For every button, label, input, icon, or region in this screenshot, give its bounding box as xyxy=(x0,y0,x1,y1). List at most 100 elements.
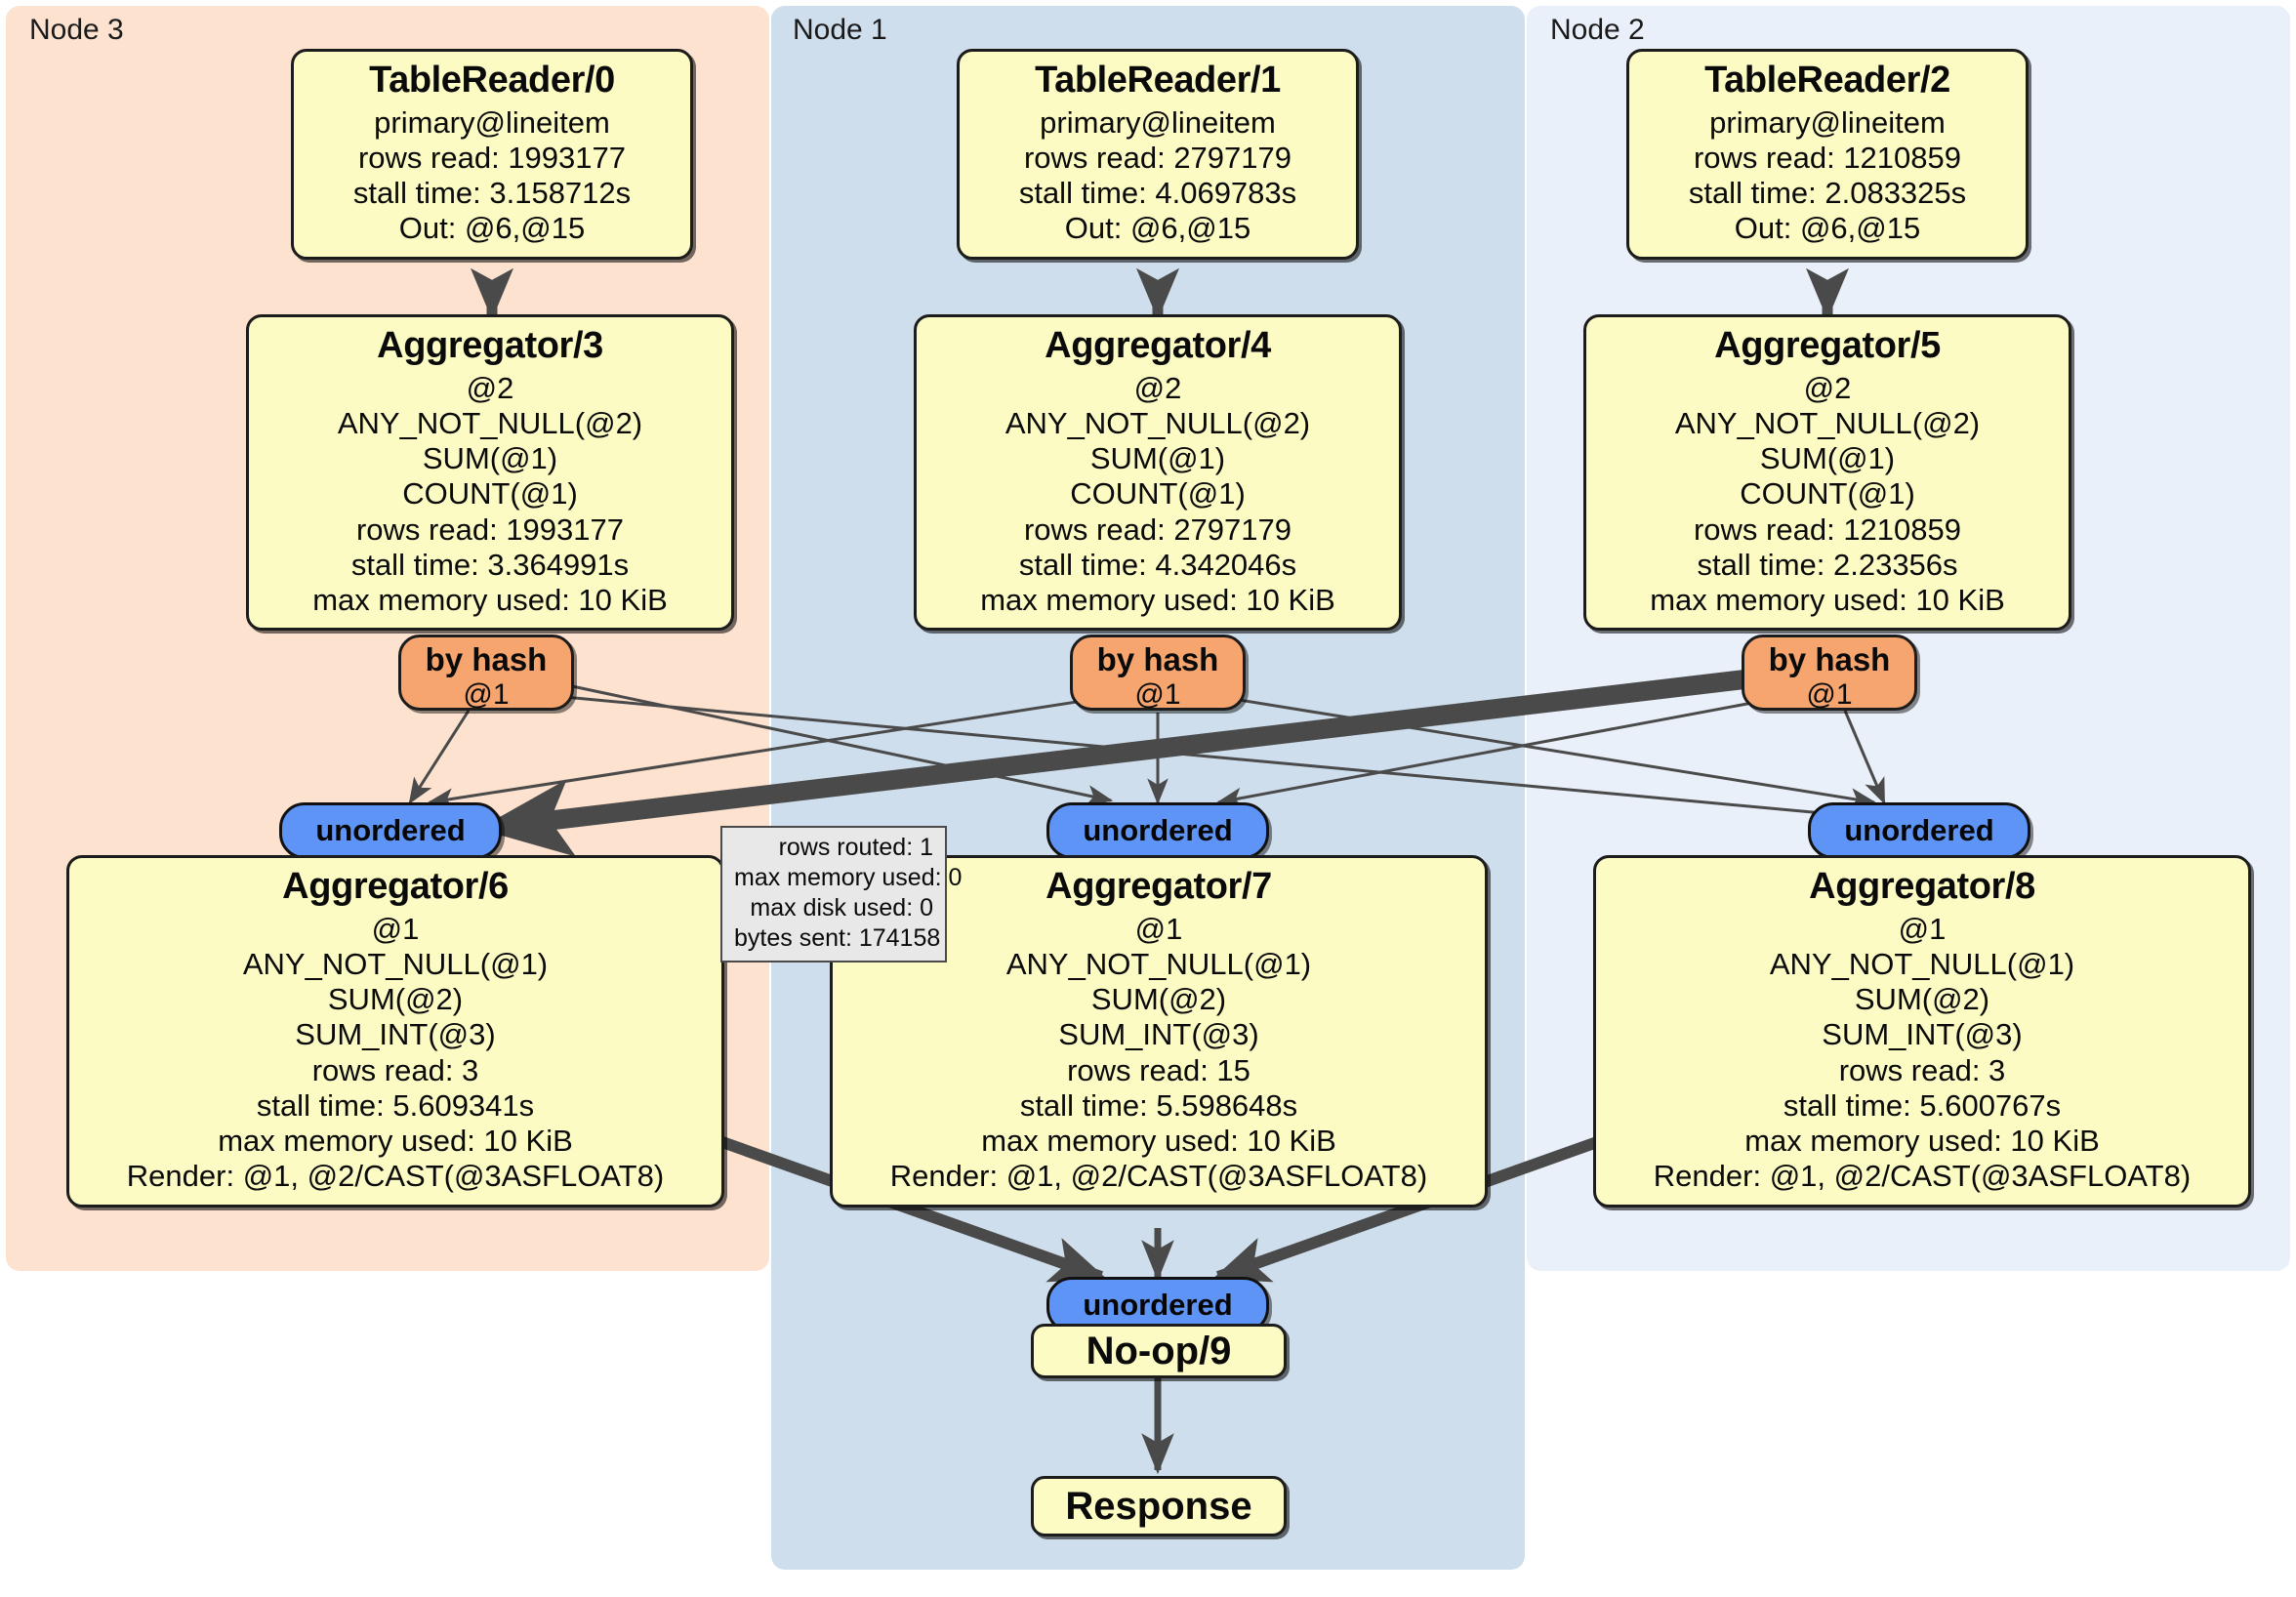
processor-detail-line: stall time: 2.083325s xyxy=(1688,176,1967,211)
synchronizer-label: unordered xyxy=(1083,813,1233,847)
processor-detail-line: max memory used: 10 KiB xyxy=(981,1124,1336,1159)
processor-title: TableReader/2 xyxy=(1704,60,1950,101)
router-column: @1 xyxy=(1806,677,1853,711)
router-title: by hash xyxy=(425,641,548,677)
processor-detail-line: @2 xyxy=(466,370,514,405)
router-column: @1 xyxy=(463,677,510,711)
processor-detail-line: SUM(@1) xyxy=(1089,441,1226,476)
processor-detail-line: max memory used: 10 KiB xyxy=(218,1124,573,1159)
processor-detail-line: max memory used: 10 KiB xyxy=(1650,583,2005,618)
processor-detail-line: max memory used: 10 KiB xyxy=(312,583,668,618)
processor-detail-line: rows read: 1993177 xyxy=(357,140,627,175)
processor-tablereader-2[interactable]: TableReader/2 primary@lineitem rows read… xyxy=(1626,49,2029,260)
processor-detail-line: ANY_NOT_NULL(@1) xyxy=(242,946,549,981)
stats-line: max disk used: 0 xyxy=(750,894,933,921)
processor-detail-line: rows read: 3 xyxy=(1838,1052,2006,1087)
node-panel-label-node2: Node 2 xyxy=(1550,14,1645,46)
processor-detail-line: stall time: 5.609341s xyxy=(256,1087,535,1123)
stats-line: rows routed: 1 xyxy=(778,834,933,861)
processor-title: Aggregator/7 xyxy=(1046,866,1272,907)
processor-detail-line: stall time: 5.600767s xyxy=(1783,1087,2062,1123)
processor-title: No-op/9 xyxy=(1086,1329,1232,1372)
stream-stats-tooltip: rows routed: 1 max memory used: 0 max di… xyxy=(720,826,963,962)
processor-aggregator-4[interactable]: Aggregator/4 @2 ANY_NOT_NULL(@2) SUM(@1)… xyxy=(914,314,1402,632)
processor-detail-line: Out: @6,@15 xyxy=(1064,211,1251,246)
processor-title: Aggregator/8 xyxy=(1809,866,2035,907)
processor-detail-line: SUM(@1) xyxy=(422,441,558,476)
router-by-hash-node1[interactable]: by hash @1 xyxy=(1070,635,1246,711)
processor-detail-line: rows read: 3 xyxy=(311,1052,479,1087)
processor-detail-line: primary@lineitem xyxy=(1709,104,1946,140)
router-by-hash-node2[interactable]: by hash @1 xyxy=(1742,635,1917,711)
processor-tablereader-1[interactable]: TableReader/1 primary@lineitem rows read… xyxy=(957,49,1359,260)
processor-detail-line: ANY_NOT_NULL(@2) xyxy=(1004,405,1311,440)
processor-aggregator-5[interactable]: Aggregator/5 @2 ANY_NOT_NULL(@2) SUM(@1)… xyxy=(1583,314,2071,632)
synchronizer-unordered-node3[interactable]: unordered xyxy=(279,802,502,859)
processor-detail-line: ANY_NOT_NULL(@1) xyxy=(1769,946,2075,981)
router-title: by hash xyxy=(1096,641,1219,677)
node-panel-label-node1: Node 1 xyxy=(793,14,887,46)
processor-detail-line: SUM_INT(@3) xyxy=(295,1017,496,1052)
processor-detail-line: ANY_NOT_NULL(@2) xyxy=(337,405,643,440)
processor-title: TableReader/1 xyxy=(1035,60,1281,101)
processor-tablereader-0[interactable]: TableReader/0 primary@lineitem rows read… xyxy=(291,49,693,260)
processor-detail-line: stall time: 2.23356s xyxy=(1697,547,1958,582)
router-by-hash-node3[interactable]: by hash @1 xyxy=(398,635,574,711)
processor-detail-line: primary@lineitem xyxy=(374,104,610,140)
processor-detail-line: stall time: 3.158712s xyxy=(352,176,632,211)
synchronizer-unordered-node2[interactable]: unordered xyxy=(1808,802,2030,859)
processor-detail-line: stall time: 5.598648s xyxy=(1019,1087,1298,1123)
processor-title: Aggregator/5 xyxy=(1714,325,1941,366)
processor-detail-line: SUM(@2) xyxy=(1854,982,1990,1017)
processor-detail-line: rows read: 2797179 xyxy=(1023,140,1292,175)
processor-detail-line: primary@lineitem xyxy=(1040,104,1276,140)
processor-detail-line: @1 xyxy=(371,911,420,946)
processor-detail-line: ANY_NOT_NULL(@1) xyxy=(1005,946,1312,981)
processor-detail-line: ANY_NOT_NULL(@2) xyxy=(1674,405,1981,440)
processor-detail-line: rows read: 1210859 xyxy=(1693,512,1962,547)
processor-title: Response xyxy=(1065,1484,1252,1528)
processor-detail-line: rows read: 2797179 xyxy=(1023,512,1292,547)
router-title: by hash xyxy=(1768,641,1891,677)
stats-line: bytes sent: 174158 xyxy=(734,924,941,952)
processor-detail-line: SUM(@2) xyxy=(327,982,464,1017)
processor-title: Aggregator/3 xyxy=(377,325,603,366)
processor-detail-line: @1 xyxy=(1898,911,1947,946)
processor-detail-line: COUNT(@1) xyxy=(1740,476,1915,512)
processor-aggregator-8[interactable]: Aggregator/8 @1 ANY_NOT_NULL(@1) SUM(@2)… xyxy=(1593,855,2251,1208)
processor-aggregator-6[interactable]: Aggregator/6 @1 ANY_NOT_NULL(@1) SUM(@2)… xyxy=(66,855,724,1208)
processor-detail-line: max memory used: 10 KiB xyxy=(980,583,1335,618)
synchronizer-label: unordered xyxy=(315,813,466,847)
stats-line: max memory used: 0 xyxy=(734,864,963,891)
processor-detail-line: Render: @1, @2/CAST(@3ASFLOAT8) xyxy=(1653,1159,2192,1194)
node-panel-label-node3: Node 3 xyxy=(29,14,124,46)
synchronizer-label: unordered xyxy=(1844,813,1994,847)
processor-detail-line: @1 xyxy=(1134,911,1183,946)
processor-detail-line: SUM_INT(@3) xyxy=(1822,1017,2023,1052)
processor-detail-line: COUNT(@1) xyxy=(1070,476,1246,512)
processor-title: TableReader/0 xyxy=(369,60,615,101)
processor-no-op-9[interactable]: No-op/9 xyxy=(1031,1324,1287,1378)
processor-detail-line: @2 xyxy=(1803,370,1852,405)
processor-detail-line: stall time: 3.364991s xyxy=(350,547,630,582)
router-column: @1 xyxy=(1134,677,1181,711)
processor-response[interactable]: Response xyxy=(1031,1476,1287,1536)
processor-detail-line: max memory used: 10 KiB xyxy=(1744,1124,2100,1159)
processor-detail-line: rows read: 15 xyxy=(1067,1052,1250,1087)
processor-aggregator-3[interactable]: Aggregator/3 @2 ANY_NOT_NULL(@2) SUM(@1)… xyxy=(246,314,734,632)
processor-detail-line: Render: @1, @2/CAST(@3ASFLOAT8) xyxy=(889,1159,1428,1194)
synchronizer-label: unordered xyxy=(1083,1288,1233,1322)
processor-detail-line: SUM(@2) xyxy=(1090,982,1227,1017)
processor-detail-line: COUNT(@1) xyxy=(402,476,578,512)
processor-detail-line: Render: @1, @2/CAST(@3ASFLOAT8) xyxy=(126,1159,665,1194)
processor-detail-line: stall time: 4.069783s xyxy=(1018,176,1297,211)
processor-detail-line: rows read: 1210859 xyxy=(1693,140,1962,175)
processor-detail-line: stall time: 4.342046s xyxy=(1018,547,1297,582)
processor-title: Aggregator/4 xyxy=(1045,325,1271,366)
processor-detail-line: SUM_INT(@3) xyxy=(1058,1017,1259,1052)
processor-detail-line: Out: @6,@15 xyxy=(398,211,586,246)
processor-detail-line: Out: @6,@15 xyxy=(1734,211,1921,246)
synchronizer-unordered-node1[interactable]: unordered xyxy=(1046,802,1269,859)
processor-detail-line: @2 xyxy=(1133,370,1182,405)
